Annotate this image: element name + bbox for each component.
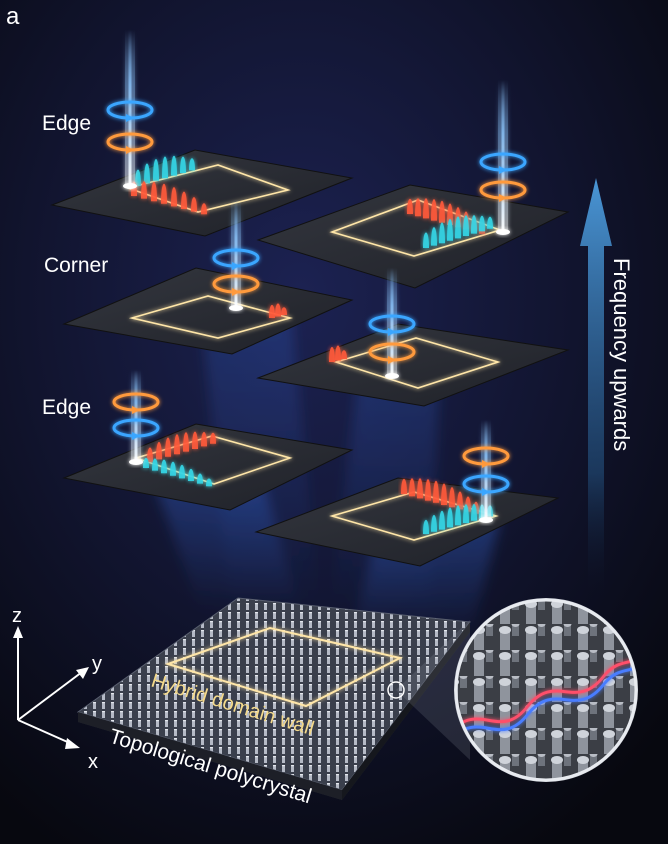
mode-peak (401, 478, 407, 494)
mode-peak (431, 199, 437, 221)
mode-peak (487, 216, 493, 229)
panel-letter: a (6, 3, 20, 30)
excitation-beams (106, 30, 527, 523)
mode-peak (170, 461, 176, 476)
mode-peak (457, 491, 463, 510)
mode-peak (161, 183, 167, 204)
edge-label-top: Edge (42, 112, 91, 135)
mode-peak (423, 519, 429, 534)
mode-peak (471, 504, 477, 521)
mode-peak (335, 345, 341, 361)
mode-peak (439, 222, 445, 244)
mode-peak (147, 447, 153, 462)
mode-peak (151, 181, 157, 202)
mode-peak (447, 203, 453, 225)
mode-peak (479, 215, 485, 232)
domain-wall-loop (128, 295, 294, 339)
frequency-label: Frequency upwards (609, 258, 634, 451)
mode-peak (181, 191, 187, 209)
mode-peak (171, 155, 177, 176)
mode-peak (191, 197, 197, 212)
mode-peak (423, 232, 429, 248)
excitation-beam (106, 30, 154, 189)
mode-peak (439, 510, 445, 530)
mode-peak (188, 468, 194, 481)
mode-peak (423, 198, 429, 219)
edge-label-bottom: Edge (42, 396, 91, 419)
hybrid-domain-wall (164, 626, 403, 708)
mode-peak (156, 442, 162, 460)
mode-peak (471, 215, 477, 234)
mode-peak (183, 432, 189, 452)
mode-peak (179, 464, 185, 479)
mode-peak (162, 156, 168, 179)
mode-peak (409, 478, 415, 497)
mode-peak (143, 457, 149, 468)
plate-corner-left (62, 267, 354, 355)
mode-peak (153, 159, 159, 181)
domain-wall-loop (329, 491, 499, 541)
mode-peak (449, 487, 455, 508)
lens-wave-blue (456, 659, 636, 742)
mode-peak (269, 304, 275, 318)
mode-peak (161, 459, 167, 474)
coordinate-axes (13, 626, 89, 749)
mode-peak (210, 432, 216, 444)
mode-peak (180, 156, 186, 173)
mode-peak (439, 200, 445, 223)
mode-peak (341, 350, 347, 359)
mode-peak (447, 218, 453, 241)
axis-x-label: x (88, 751, 98, 773)
mode-peak (463, 504, 469, 523)
mode-peak (455, 505, 461, 526)
mode-peak (144, 163, 150, 184)
mode-peak (441, 483, 447, 505)
mode-peaks (131, 155, 493, 534)
mode-peak (415, 198, 421, 217)
mode-peak (417, 478, 423, 499)
polycrystal-slab (76, 597, 471, 800)
mode-peak (197, 473, 203, 484)
mode-peak (192, 431, 198, 449)
mode-peak (171, 187, 177, 207)
mode-peak (201, 431, 207, 447)
excitation-beam (479, 80, 527, 235)
axis-z-label: z (12, 605, 22, 627)
zoom-lens (387, 598, 638, 782)
lens-wave-red (456, 651, 636, 734)
mode-peak (189, 158, 195, 171)
mode-peak (407, 198, 413, 214)
frequency-arrow (580, 178, 612, 600)
mode-peak (431, 515, 437, 532)
corner-label: Corner (44, 254, 108, 277)
excitation-beam (368, 268, 416, 379)
mode-peak (447, 507, 453, 528)
mode-peak (329, 346, 335, 362)
excitation-beam (112, 370, 160, 465)
axis-y-label: y (92, 653, 102, 675)
mode-peak (275, 303, 281, 317)
mode-peak (152, 458, 158, 471)
mode-peak (165, 437, 171, 457)
mode-peak (425, 479, 431, 501)
excitation-beam (462, 420, 510, 523)
mode-peak (174, 434, 180, 455)
mode-peak (206, 478, 212, 487)
mode-peak (463, 215, 469, 236)
excitation-beam (212, 200, 260, 311)
mode-peak (433, 480, 439, 503)
mode-peak (201, 203, 207, 215)
mode-peak (455, 216, 461, 239)
mode-peak (135, 169, 141, 186)
mode-peak (281, 307, 287, 315)
mode-peak (431, 227, 437, 246)
mode-peak (141, 181, 147, 199)
